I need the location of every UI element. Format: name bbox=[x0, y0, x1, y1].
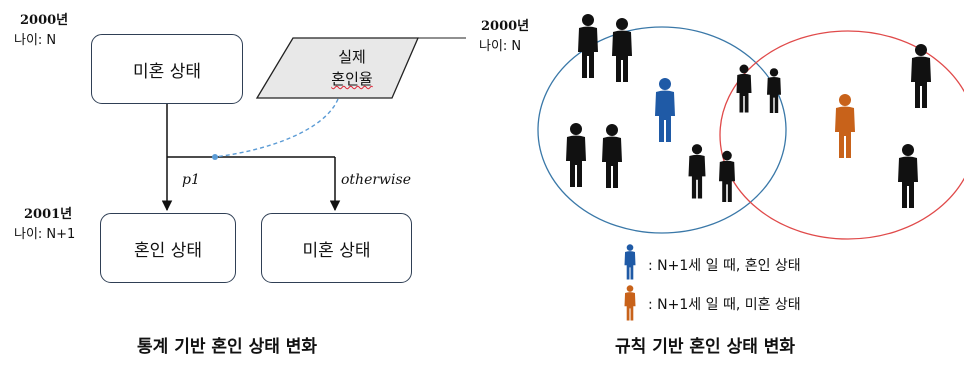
person-icon bbox=[736, 64, 752, 113]
person-icon bbox=[767, 68, 781, 113]
data-node-label-2: 혼인율 bbox=[331, 70, 373, 88]
person-icon bbox=[612, 18, 632, 82]
link-dot bbox=[212, 154, 218, 160]
person-icon bbox=[719, 150, 735, 202]
node-married: 혼인 상태 bbox=[100, 213, 236, 283]
married-person-icon bbox=[655, 78, 675, 142]
person-icon bbox=[898, 144, 918, 208]
right-age-n-label: 나이: N bbox=[479, 39, 522, 54]
edge-label-p1: p1 bbox=[182, 172, 200, 188]
right-caption: 규칙 기반 혼인 상태 변화 bbox=[615, 337, 796, 357]
age-n1-label: 나이: N+1 bbox=[14, 227, 76, 242]
dashed-link bbox=[214, 98, 339, 158]
node-unmarried-end: 미혼 상태 bbox=[261, 213, 412, 283]
person-icon bbox=[602, 124, 622, 188]
unmarried-group-circle bbox=[719, 30, 964, 240]
left-caption: 통계 기반 혼인 상태 변화 bbox=[137, 337, 318, 357]
legend-unmarried-label: : N+1세 일 때, 미혼 상태 bbox=[648, 297, 801, 313]
legend-married-label: : N+1세 일 때, 혼인 상태 bbox=[648, 258, 801, 274]
node-married-label: 혼인 상태 bbox=[134, 240, 202, 261]
data-node-label-1: 실제 bbox=[338, 48, 366, 66]
legend-unmarried-icon bbox=[624, 285, 636, 321]
person-icon bbox=[578, 14, 598, 78]
person-icon bbox=[566, 123, 586, 187]
legend-married-icon bbox=[624, 244, 636, 280]
year-2001-label: 2001년 bbox=[24, 207, 73, 222]
node-unmarried-end-label: 미혼 상태 bbox=[302, 240, 371, 261]
age-n-label: 나이: N bbox=[14, 33, 57, 48]
unmarried-person-icon bbox=[835, 94, 855, 158]
edge-label-otherwise: otherwise bbox=[341, 172, 411, 188]
data-node-shape bbox=[255, 37, 419, 99]
node-unmarried-start-label: 미혼 상태 bbox=[133, 61, 201, 82]
married-group-circle bbox=[537, 26, 787, 234]
year-2000-label: 2000년 bbox=[20, 13, 69, 28]
node-unmarried-start: 미혼 상태 bbox=[91, 34, 243, 104]
right-year-2000-label: 2000년 bbox=[481, 19, 530, 34]
person-icon bbox=[688, 144, 706, 199]
